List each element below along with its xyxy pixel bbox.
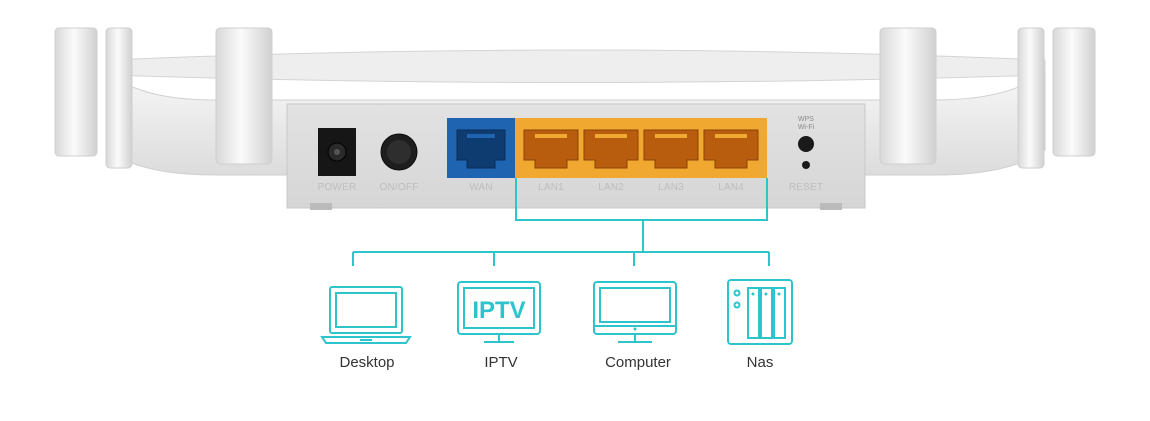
wan-port	[456, 129, 506, 169]
wps-button	[798, 136, 814, 152]
device-label-nas: Nas	[746, 354, 774, 371]
reset-label: RESET	[788, 182, 824, 193]
lan1-port	[523, 129, 579, 169]
onoff-label: ON/OFF	[379, 182, 419, 193]
antenna-5	[1017, 27, 1045, 169]
wps-label: WPS Wi-Fi	[786, 116, 826, 132]
laptop-icon	[320, 286, 412, 344]
iptv-icon: IPTV	[457, 281, 541, 343]
wps-label-line2: Wi-Fi	[797, 124, 815, 131]
antenna-2	[105, 27, 133, 169]
lan1-label: LAN1	[538, 182, 564, 193]
antenna-6	[1052, 27, 1096, 157]
iptv-screen-text: IPTV	[472, 297, 525, 324]
monitor-icon	[593, 281, 677, 343]
antenna-3	[215, 27, 273, 165]
lan2-port	[583, 129, 639, 169]
foot-left	[310, 203, 332, 210]
wps-label-line1: WPS	[798, 116, 814, 123]
foot-right	[820, 203, 842, 210]
device-label-desktop: Desktop	[339, 354, 395, 371]
lan4-label: LAN4	[718, 182, 744, 193]
device-label-computer: Computer	[605, 354, 671, 371]
power-label: POWER	[317, 182, 357, 193]
connection-lines	[352, 178, 770, 266]
lan2-label: LAN2	[598, 182, 624, 193]
lan4-port	[703, 129, 759, 169]
wan-label: WAN	[469, 182, 493, 193]
lan3-label: LAN3	[658, 182, 684, 193]
nas-icon	[727, 279, 793, 345]
antenna-4	[879, 27, 937, 165]
reset-hole	[802, 161, 810, 169]
lan3-port	[643, 129, 699, 169]
antenna-1	[54, 27, 98, 157]
device-label-iptv: IPTV	[484, 354, 518, 371]
